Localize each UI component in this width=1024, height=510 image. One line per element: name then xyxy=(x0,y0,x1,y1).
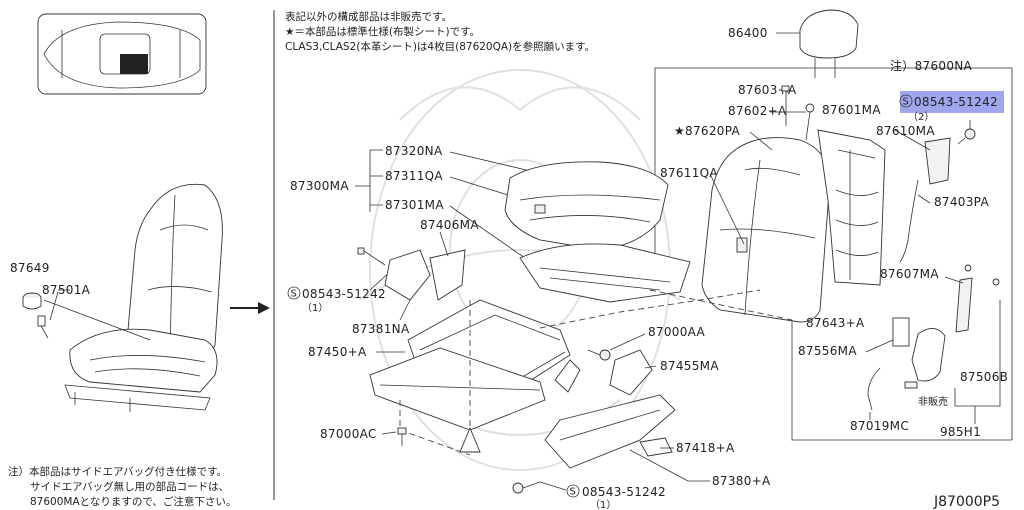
seat-assembly-illustration xyxy=(22,183,223,412)
bolt-icon xyxy=(397,427,407,446)
seat-cushion-illustration xyxy=(504,161,669,251)
part-label-87300ma[interactable]: 87300MA xyxy=(290,179,349,193)
s-symbol-icon xyxy=(287,286,301,300)
side-cover-illustration xyxy=(544,394,676,469)
cushion-frame-illustration xyxy=(519,243,691,303)
part-label-87556ma[interactable]: 87556MA xyxy=(798,344,857,358)
part-label-87301ma[interactable]: 87301MA xyxy=(385,198,444,212)
part-label-87649[interactable]: 87649 xyxy=(10,261,50,275)
side-panel-illustration xyxy=(924,137,951,185)
seat-rail-illustration xyxy=(369,299,581,453)
arrow-right-icon xyxy=(230,302,270,314)
note-leather-ref: CLAS3,CLAS2(本革シート)は4枚目(87620QA)を参照願います。 xyxy=(285,40,595,53)
part-label-87403pa[interactable]: 87403PA xyxy=(934,195,989,209)
trim-cover-illustration xyxy=(609,349,653,396)
bolt-icon xyxy=(512,481,541,494)
seatback-group-frame xyxy=(654,67,1013,441)
part-label-87455ma[interactable]: 87455MA xyxy=(660,359,719,373)
part-label-87611qa[interactable]: 87611QA xyxy=(660,166,718,180)
part-label-87602[interactable]: 87602+A xyxy=(728,104,787,118)
part-label-87381na[interactable]: 87381NA xyxy=(352,322,410,336)
note-airbag: 注）本部品はサイドエアバッグ付き仕様です。 xyxy=(8,465,227,478)
headrest-illustration xyxy=(799,9,859,78)
wire-illustration xyxy=(899,179,919,263)
part-label-87506b[interactable]: 87506B xyxy=(960,370,1008,384)
part-label-87601ma[interactable]: 87601MA xyxy=(822,103,881,117)
part-label-87620pa[interactable]: ★87620PA xyxy=(674,124,741,138)
selected-part-highlight xyxy=(900,91,1004,113)
bolt-qty-bottom: （1） xyxy=(590,499,616,510)
not-for-sale-label: 非販売 xyxy=(918,395,948,408)
part-label-87320na[interactable]: 87320NA xyxy=(385,144,443,158)
part-label-87311qa[interactable]: 87311QA xyxy=(385,169,443,183)
part-label-87019mc[interactable]: 87019MC xyxy=(850,419,909,433)
part-label-87000aa[interactable]: 87000AA xyxy=(648,325,706,339)
part-label-87418[interactable]: 87418+A xyxy=(676,441,735,455)
note-standard-spec: ★＝本部品は標準仕様(布製シート)です。 xyxy=(285,25,480,38)
car-thumbnail xyxy=(37,13,207,95)
part-label-985h1[interactable]: 985H1 xyxy=(940,425,981,439)
part-label-87607ma[interactable]: 87607MA xyxy=(880,267,939,281)
bolt-qty-top-right: （2） xyxy=(908,111,934,123)
s-symbol-icon xyxy=(899,94,913,108)
part-label-87643[interactable]: 87643+A xyxy=(806,316,865,330)
seatback-frame-illustration xyxy=(817,129,886,286)
s-symbol-icon xyxy=(566,484,580,498)
note-not-sold: 表記以外の構成部品は非販売です。 xyxy=(285,10,452,23)
part-label-87600na[interactable]: 注）87600NA xyxy=(890,58,973,73)
bolt-code-bottom[interactable]: 08543-51242 xyxy=(582,485,666,499)
part-label-87000ac[interactable]: 87000AC xyxy=(320,427,377,441)
bolt-qty-mid-left: （1） xyxy=(302,302,328,314)
s-symbol-label: S xyxy=(570,487,576,498)
note-airbag-line3: 87600MAとなりますので、ご注意下さい。 xyxy=(30,495,236,508)
airbag-module-illustration xyxy=(867,264,1000,411)
part-label-87380[interactable]: 87380+A xyxy=(712,474,771,488)
bolt-icon xyxy=(357,247,386,266)
part-label-87610ma[interactable]: 87610MA xyxy=(876,124,935,138)
diagram-id: J87000P5 xyxy=(933,494,1000,510)
bolt-icon xyxy=(957,120,976,145)
part-label-87406ma[interactable]: 87406MA xyxy=(420,218,479,232)
seat-cover-trim-illustration xyxy=(384,249,466,301)
bolt-icon xyxy=(587,349,611,361)
part-label-87450[interactable]: 87450+A xyxy=(308,345,367,359)
part-label-87501a[interactable]: 87501A xyxy=(42,283,91,297)
s-symbol-label: S xyxy=(291,289,297,300)
seat-location-marker xyxy=(120,54,148,74)
seatback-cushion-illustration xyxy=(701,137,831,323)
pin-icon xyxy=(781,85,815,141)
bolt-code-top-right[interactable]: 08543-51242 xyxy=(914,95,998,109)
bolt-code-mid-left[interactable]: 08543-51242 xyxy=(302,287,386,301)
part-label-86400[interactable]: 86400 xyxy=(728,26,768,40)
s-symbol-label: S xyxy=(903,97,909,108)
note-airbag-line2: サイドエアバッグ無し用の部品コードは、 xyxy=(30,480,229,493)
